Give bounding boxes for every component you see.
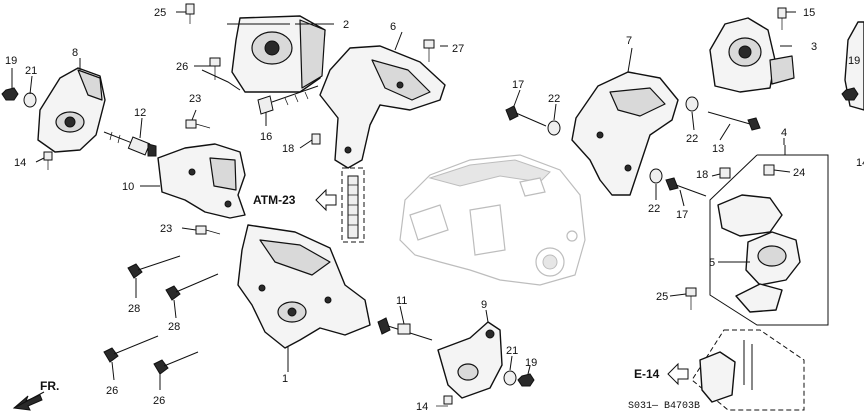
callout-8: 8	[72, 47, 78, 59]
bolt-28a	[127, 255, 181, 279]
callout-19b: 19	[525, 357, 537, 369]
bracket-10	[157, 143, 246, 219]
callout-1: 1	[282, 373, 288, 385]
callout-18a: 18	[282, 143, 294, 155]
callout-23b: 23	[160, 223, 172, 235]
bracket-7	[571, 71, 679, 196]
callout-6: 6	[390, 21, 396, 33]
callout-19a: 19	[5, 55, 17, 67]
bolt-26a	[209, 57, 221, 80]
nut-24	[763, 164, 775, 176]
callout-2: 2	[343, 19, 349, 31]
callout-17a: 17	[512, 79, 524, 91]
atm-23-arrow	[315, 188, 337, 212]
callout-25a: 25	[154, 7, 166, 19]
callout-3: 3	[811, 41, 817, 53]
bolt-17b	[665, 177, 707, 197]
bolt-13	[707, 111, 761, 131]
mount-3	[709, 17, 795, 93]
bolt-16	[257, 85, 319, 115]
callout-17b: 17	[676, 209, 688, 221]
callout-19c: 19	[848, 55, 860, 67]
callout-14c: 14	[856, 157, 864, 169]
bracket-1	[237, 224, 371, 349]
nut-18b	[719, 167, 731, 179]
washer-22b	[685, 96, 699, 112]
callout-5: 5	[709, 257, 715, 269]
front-arrow	[12, 391, 45, 411]
mount-group-4-box	[709, 145, 829, 326]
bolt-26c	[153, 351, 199, 375]
bolt-25b	[685, 287, 697, 310]
nut-19b	[517, 373, 535, 387]
e14-detail	[691, 329, 805, 411]
nut-18a	[311, 133, 321, 145]
drawing-code: S031— B4703B	[628, 401, 700, 412]
callout-26b: 26	[106, 385, 118, 397]
callout-22a: 22	[548, 93, 560, 105]
bolt-25a	[185, 3, 195, 24]
bolt-28b	[165, 273, 219, 301]
callout-23a: 23	[189, 93, 201, 105]
washer-21b	[503, 370, 517, 386]
callout-18b: 18	[696, 169, 708, 181]
callout-28a: 28	[128, 303, 140, 315]
bolt-15	[777, 7, 787, 30]
washer-22a	[547, 120, 561, 136]
mount-8	[37, 67, 106, 153]
callout-21b: 21	[506, 345, 518, 357]
callout-9: 9	[481, 299, 487, 311]
callout-12: 12	[134, 107, 146, 119]
bolt-27	[423, 39, 435, 62]
callout-13: 13	[712, 143, 724, 155]
callout-14b: 14	[416, 401, 428, 413]
callout-10: 10	[122, 181, 134, 193]
callout-26a: 26	[176, 61, 188, 73]
washer-21a	[23, 92, 37, 108]
bolt-26b	[103, 335, 159, 363]
callout-28b: 28	[168, 321, 180, 333]
bolt-14a	[43, 151, 53, 170]
callout-24: 24	[793, 167, 805, 179]
bolt-12	[103, 131, 157, 157]
mount-bracket-2	[201, 15, 332, 93]
ref-e-14: E-14	[634, 367, 660, 381]
callout-15: 15	[803, 7, 815, 19]
bolt-23a	[185, 119, 211, 129]
bolt-17a	[505, 105, 547, 127]
callout-16: 16	[260, 131, 272, 143]
washer-22c	[649, 168, 663, 184]
bolt-23b	[195, 225, 221, 235]
ref-atm-23: ATM-23	[253, 193, 296, 207]
callout-7: 7	[626, 35, 632, 47]
partial-mount-right-edge	[841, 21, 864, 111]
bolt-11	[377, 317, 433, 341]
callout-labels: 25 2 26 6 27 16 18 8 19 21 14 12 10 23 2…	[5, 7, 864, 413]
mount-9	[437, 321, 503, 399]
bolt-14b	[436, 395, 453, 407]
callout-25b: 25	[656, 291, 668, 303]
nut-19a	[1, 87, 19, 101]
callout-27: 27	[452, 43, 464, 55]
callout-26c: 26	[153, 395, 165, 407]
callout-14a: 14	[14, 157, 26, 169]
front-label: FR.	[40, 379, 59, 393]
engine-block-ghost	[399, 154, 586, 286]
mount-5	[717, 194, 801, 313]
callout-4: 4	[781, 127, 787, 139]
e14-arrow	[667, 362, 689, 386]
callout-22b: 22	[686, 133, 698, 145]
callout-21a: 21	[25, 65, 37, 77]
callout-22c: 22	[648, 203, 660, 215]
callout-11: 11	[396, 295, 407, 307]
leader-lines	[11, 11, 796, 390]
bracket-6	[319, 45, 446, 169]
stud-rod	[341, 167, 365, 243]
